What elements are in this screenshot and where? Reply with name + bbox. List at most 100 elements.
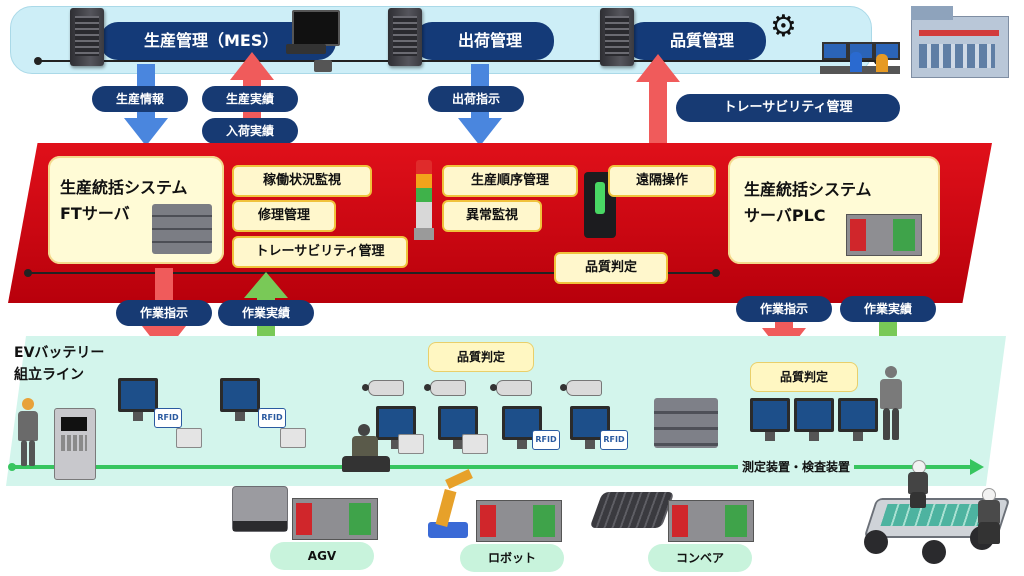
- worker-icon: [14, 398, 44, 468]
- plc-icon: [292, 498, 378, 540]
- signal-tower-icon: [414, 160, 434, 242]
- camera-icon: [362, 380, 404, 396]
- quality-judgment-center-label: 品質判定: [456, 350, 505, 364]
- work-instruction-label-right: 作業指示: [736, 296, 832, 322]
- agv-tag: AGV: [270, 542, 374, 570]
- camera-icon: [424, 380, 466, 396]
- technician-icon: [906, 460, 930, 510]
- conveyor-icon: [589, 492, 675, 528]
- robot-arm-icon: [418, 468, 474, 540]
- operator-icon: [342, 424, 390, 476]
- quality-pill[interactable]: 品質管理: [626, 22, 766, 60]
- plc-server-box[interactable]: 生産統括システム サーバPLC: [728, 156, 940, 264]
- keyboard-icon: [286, 44, 326, 54]
- receiving-results-label: 入荷実績: [202, 118, 298, 144]
- quality-judgment-right-label: 品質判定: [779, 370, 828, 384]
- receiving-results-text: 入荷実績: [225, 124, 274, 138]
- traceability-mgmt-top[interactable]: トレーサビリティ管理: [676, 94, 900, 122]
- production-info-text: 生産情報: [115, 92, 164, 106]
- monitor-icon: [502, 406, 542, 449]
- inspector-icon: [876, 366, 906, 442]
- shipping-instruction-label: 出荷指示: [428, 86, 524, 112]
- anomaly-monitoring-label: 異常監視: [465, 208, 518, 223]
- traceability-mgmt-top-label: トレーサビリティ管理: [723, 100, 853, 115]
- repair-mgmt-label: 修理管理: [257, 208, 310, 223]
- printer-icon: [280, 428, 306, 448]
- anomaly-monitoring-box[interactable]: 異常監視: [442, 200, 542, 232]
- mes-label: 生産管理（MES）: [144, 31, 279, 50]
- agv-label: AGV: [307, 549, 337, 563]
- quality-label: 品質管理: [670, 31, 735, 50]
- production-info-label: 生産情報: [92, 86, 188, 112]
- factory-icon: [905, 2, 1011, 80]
- robot-tag: ロボット: [460, 544, 564, 572]
- monitor-icon: [118, 378, 158, 421]
- laptop-icon: [292, 10, 340, 46]
- sequence-mgmt-label: 生産順序管理: [470, 173, 549, 188]
- line-conveyor-path: [10, 465, 978, 469]
- work-results-text-left: 作業実績: [241, 306, 290, 320]
- red-band-network-line: [28, 272, 718, 274]
- plc-server-title: 生産統括システム: [744, 180, 872, 199]
- work-results-label-right: 作業実績: [840, 296, 936, 322]
- production-results-label: 生産実績: [202, 86, 298, 112]
- production-results-text: 生産実績: [225, 92, 274, 106]
- network-dot: [24, 269, 32, 277]
- server-stack-icon: [152, 204, 212, 254]
- line-start-dot: [8, 463, 16, 471]
- control-panel-icon: [54, 408, 96, 480]
- rfid-label: RFID: [535, 435, 557, 444]
- shipping-label: 出荷管理: [458, 31, 523, 50]
- ft-server-title: 生産統括システム: [60, 178, 188, 197]
- server-icon: [70, 8, 104, 66]
- remote-operation-label: 遠隔操作: [635, 173, 688, 188]
- gear-icon: ⚙: [770, 9, 797, 44]
- work-results-label-left: 作業実績: [218, 300, 314, 326]
- traceability-mgmt-box[interactable]: トレーサビリティ管理: [232, 236, 408, 268]
- camera-icon: [490, 380, 532, 396]
- quality-judgment-center-tag: 品質判定: [428, 342, 534, 372]
- top-network-line: [38, 60, 878, 62]
- rfid-icon: RFID: [600, 430, 628, 450]
- rfid-icon: RFID: [154, 408, 182, 428]
- plc-icon: [476, 500, 562, 542]
- conveyor-tag: コンベア: [648, 544, 752, 572]
- line-title: EVバッテリー: [14, 345, 105, 361]
- sequence-mgmt-box[interactable]: 生産順序管理: [442, 165, 578, 197]
- repair-mgmt-box[interactable]: 修理管理: [232, 200, 336, 232]
- rfid-icon: RFID: [258, 408, 286, 428]
- quality-judgment-box[interactable]: 品質判定: [554, 252, 668, 284]
- robot-label: ロボット: [487, 551, 536, 565]
- plc-server-subtitle: サーバPLC: [744, 206, 826, 225]
- server-icon: [600, 8, 634, 66]
- operation-monitoring-box[interactable]: 稼働状況監視: [232, 165, 372, 197]
- printer-icon: [462, 434, 488, 454]
- remote-operation-box[interactable]: 遠隔操作: [608, 165, 716, 197]
- operation-monitoring-label: 稼働状況監視: [262, 173, 341, 188]
- control-room-icon: [820, 38, 900, 82]
- line-direction-arrow: [970, 459, 984, 475]
- ft-server-box[interactable]: 生産統括システム FTサーバ: [48, 156, 224, 264]
- work-instruction-label-left: 作業指示: [116, 300, 212, 326]
- measurement-label: 測定装置・検査装置: [738, 458, 855, 475]
- work-instruction-text-right: 作業指示: [759, 302, 808, 316]
- tablet-icon: [314, 60, 332, 72]
- monitor-icon: [220, 378, 260, 421]
- quality-judgment-right-tag: 品質判定: [750, 362, 858, 392]
- printer-icon: [398, 434, 424, 454]
- monitor-icon: [750, 398, 790, 441]
- rfid-icon: RFID: [532, 430, 560, 450]
- printer-icon: [176, 428, 202, 448]
- work-results-text-right: 作業実績: [863, 302, 912, 316]
- shipping-instruction-text: 出荷指示: [451, 92, 500, 106]
- line-subtitle: 組立ライン: [14, 367, 84, 383]
- plc-icon: [846, 214, 922, 256]
- shipping-pill[interactable]: 出荷管理: [414, 22, 554, 60]
- network-dot-left: [34, 57, 42, 65]
- monitor-icon: [794, 398, 834, 441]
- camera-icon: [560, 380, 602, 396]
- conveyor-label: コンベア: [675, 551, 724, 565]
- edge-server-icon: [654, 398, 718, 448]
- network-dot: [712, 269, 720, 277]
- plc-icon: [668, 500, 754, 542]
